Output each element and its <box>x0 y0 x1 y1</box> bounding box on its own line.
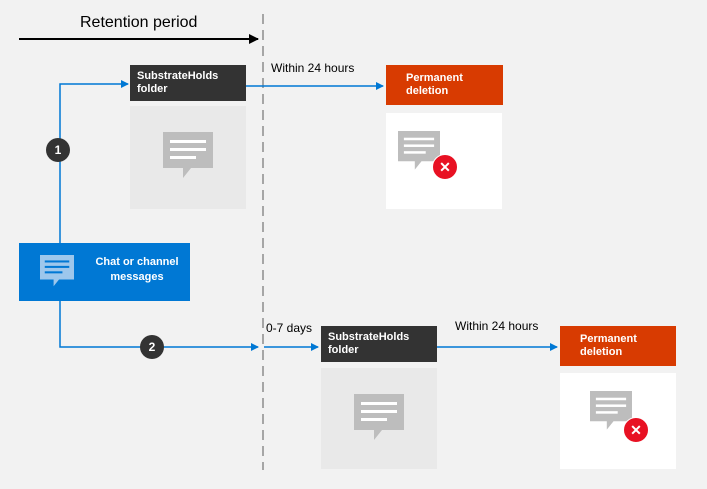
retention-period-label: Retention period <box>80 14 198 31</box>
message-icon <box>163 132 213 178</box>
path1-permanent-deletion-header: Permanent deletion <box>386 65 503 105</box>
chat-or-channel-messages-source: Chat or channel messages <box>19 243 190 301</box>
message-icon <box>40 255 74 287</box>
path1-timing-label: Within 24 hours <box>271 61 355 75</box>
delete-x-icon: ✕ <box>623 417 649 443</box>
path2-permanent-deletion-card: ✕ <box>560 373 676 469</box>
path2-timing-label: Within 24 hours <box>455 319 539 333</box>
path2-line <box>59 301 259 351</box>
message-icon <box>590 391 632 430</box>
message-icon <box>398 131 440 170</box>
delete-x-icon: ✕ <box>432 154 458 180</box>
step-2-badge: 2 <box>140 335 164 359</box>
step-1-badge: 1 <box>46 138 70 162</box>
path1-holds-folder-header: SubstrateHolds folder <box>130 65 246 101</box>
source-label: Chat or channel messages <box>95 256 179 283</box>
path1-permanent-deletion-card: ✕ <box>386 113 502 209</box>
path1-line <box>59 80 129 243</box>
path2-delay-label: 0-7 days <box>266 321 313 335</box>
path2-holds-folder-card <box>321 368 437 469</box>
path2-permanent-deletion-header: Permanent deletion <box>560 326 676 366</box>
path2-holds-folder-header: SubstrateHolds folder <box>321 326 437 362</box>
message-icon <box>354 394 404 440</box>
path1-holds-folder-card <box>130 106 246 209</box>
